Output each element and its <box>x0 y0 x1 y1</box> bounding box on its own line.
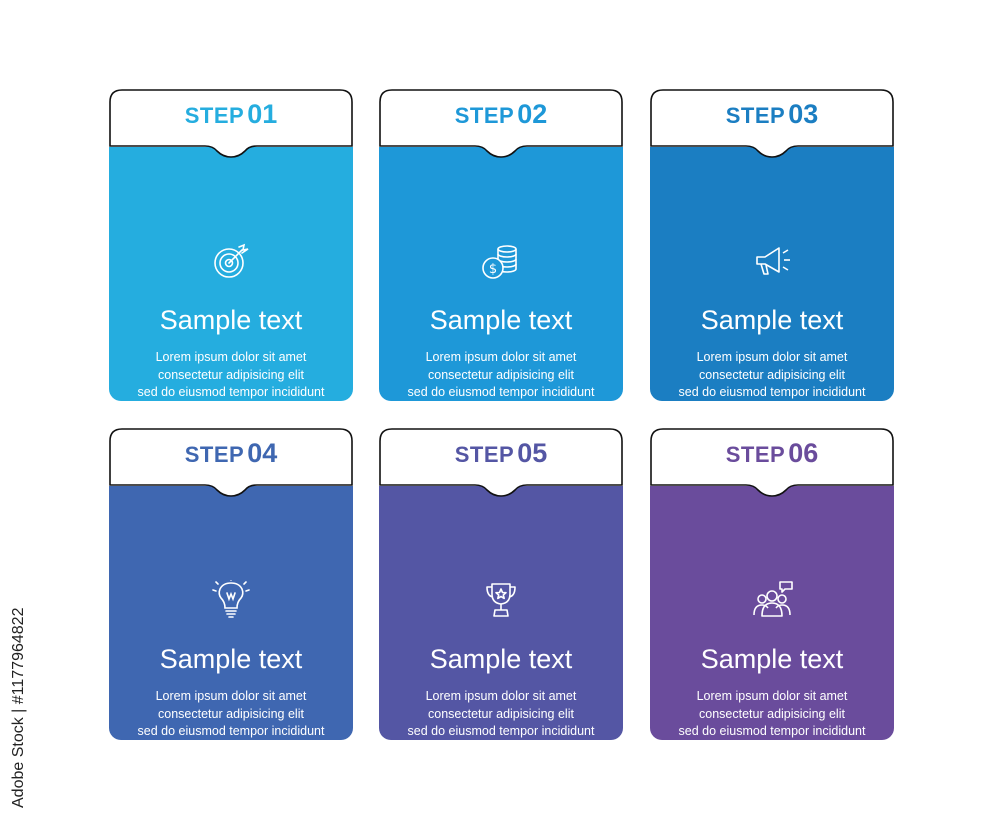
step-card-body: Sample text Lorem ipsum dolor sit amet c… <box>379 486 623 756</box>
step-description-line: sed do eiusmod tempor incididunt <box>137 385 325 399</box>
step-description-line: ut labore et dolore magna aliqua <box>411 402 591 417</box>
step-title: Sample text <box>159 305 303 335</box>
step-card-3: Sample text Lorem ipsum dolor sit amet c… <box>650 89 894 417</box>
step-description-line: sed do eiusmod tempor incididunt <box>137 724 325 738</box>
step-tab-shape <box>379 89 623 158</box>
coins-icon: $ <box>476 241 526 281</box>
step-number: 01 <box>247 99 278 129</box>
step-number: 05 <box>517 438 548 468</box>
step-word: STEP <box>725 103 786 128</box>
svg-text:$: $ <box>489 262 497 277</box>
step-description: Lorem ipsum dolor sit amet consectetur a… <box>650 688 894 758</box>
step-title: Sample text <box>429 644 573 674</box>
step-word: STEP <box>454 442 515 467</box>
trophy-icon <box>476 580 526 620</box>
step-description: Lorem ipsum dolor sit amet consectetur a… <box>379 688 623 758</box>
step-description-line: Lorem ipsum dolor sit amet <box>155 350 307 364</box>
step-description-line: Lorem ipsum dolor sit amet <box>425 689 577 703</box>
step-description-line: consectetur adipisicing elit <box>699 706 845 721</box>
megaphone-icon <box>747 241 797 281</box>
target-icon <box>206 241 256 281</box>
step-description-line: consectetur adipisicing elit <box>428 706 574 721</box>
step-description: Lorem ipsum dolor sit amet consectetur a… <box>109 688 353 758</box>
step-title: Sample text <box>700 305 844 335</box>
step-card-6: Sample text Lorem ipsum dolor sit amet c… <box>650 428 894 756</box>
step-number: 06 <box>788 438 819 468</box>
step-description-line: sed do eiusmod tempor incididunt <box>678 724 866 738</box>
team-chat-icon <box>747 580 797 620</box>
step-description: Lorem ipsum dolor sit amet consectetur a… <box>650 349 894 419</box>
step-description-line: consectetur adipisicing elit <box>158 367 304 382</box>
step-description-line: consectetur adipisicing elit <box>699 367 845 382</box>
step-description-line: ut labore et dolore magna aliqua <box>141 402 321 417</box>
step-description-line: sed do eiusmod tempor incididunt <box>407 724 595 738</box>
step-description: Lorem ipsum dolor sit amet consectetur a… <box>379 349 623 419</box>
step-card-4: Sample text Lorem ipsum dolor sit amet c… <box>109 428 353 756</box>
step-word: STEP <box>454 103 515 128</box>
step-word: STEP <box>725 442 786 467</box>
step-description-line: consectetur adipisicing elit <box>428 367 574 382</box>
step-description-line: ut labore et dolore magna aliqua <box>411 741 591 756</box>
step-number: 03 <box>788 99 819 129</box>
step-card-5: Sample text Lorem ipsum dolor sit amet c… <box>379 428 623 756</box>
step-title: Sample text <box>159 644 303 674</box>
step-card-1: Sample text Lorem ipsum dolor sit amet c… <box>109 89 353 417</box>
step-card-body: Sample text Lorem ipsum dolor sit amet c… <box>109 147 353 417</box>
step-title: Sample text <box>700 644 844 674</box>
step-description-line: ut labore et dolore magna aliqua <box>141 741 321 756</box>
step-description-line: ut labore et dolore magna aliqua <box>682 741 862 756</box>
step-number: 02 <box>517 99 548 129</box>
stock-id-label: Adobe Stock | #1177964822 <box>10 607 27 808</box>
step-card-body: Sample text Lorem ipsum dolor sit amet c… <box>650 486 894 756</box>
step-description-line: consectetur adipisicing elit <box>158 706 304 721</box>
step-title: Sample text <box>429 305 573 335</box>
step-description-line: sed do eiusmod tempor incididunt <box>678 385 866 399</box>
step-description-line: ut labore et dolore magna aliqua <box>682 402 862 417</box>
step-word: STEP <box>184 103 245 128</box>
step-description-line: sed do eiusmod tempor incididunt <box>407 385 595 399</box>
step-card-body: Sample text Lorem ipsum dolor sit amet c… <box>650 147 894 417</box>
step-number: 04 <box>247 438 278 468</box>
step-description-line: Lorem ipsum dolor sit amet <box>696 350 848 364</box>
step-word: STEP <box>184 442 245 467</box>
step-tab-shape <box>109 428 353 497</box>
step-tab-shape <box>379 428 623 497</box>
step-description-line: Lorem ipsum dolor sit amet <box>155 689 307 703</box>
step-tab-shape <box>650 428 894 497</box>
step-tab-shape <box>650 89 894 158</box>
lightbulb-icon <box>206 578 256 620</box>
step-tab-shape <box>109 89 353 158</box>
step-description: Lorem ipsum dolor sit amet consectetur a… <box>109 349 353 419</box>
step-card-2: $ Sample text Lorem ipsum dolor sit amet… <box>379 89 623 417</box>
step-description-line: Lorem ipsum dolor sit amet <box>696 689 848 703</box>
step-description-line: Lorem ipsum dolor sit amet <box>425 350 577 364</box>
step-card-body: Sample text Lorem ipsum dolor sit amet c… <box>109 486 353 756</box>
step-card-body: $ Sample text Lorem ipsum dolor sit amet… <box>379 147 623 417</box>
